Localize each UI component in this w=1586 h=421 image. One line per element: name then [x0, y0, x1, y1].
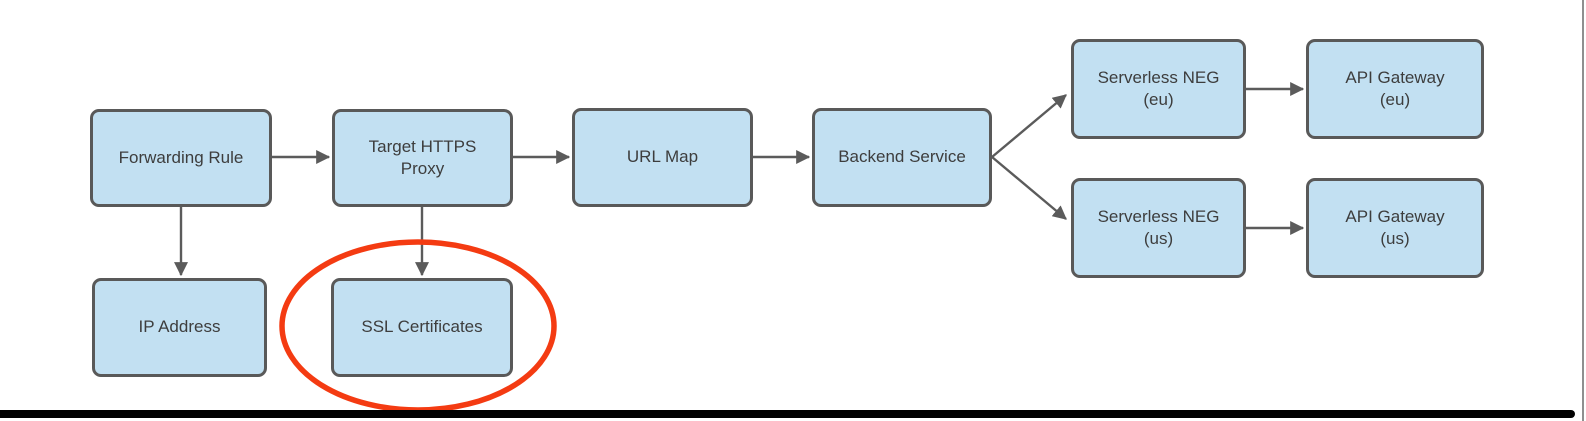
node-label-line1: Target HTTPS: [368, 136, 477, 156]
node-label: Backend Service: [838, 147, 966, 167]
node-ip-address: IP Address: [92, 278, 267, 377]
node-label-line2: (us): [1380, 229, 1410, 248]
node-forwarding-rule: Forwarding Rule: [90, 109, 272, 207]
bottom-bar: [0, 410, 1575, 418]
node-label: SSL Certificates: [361, 317, 483, 337]
node-api-gateway-eu: API Gateway (eu): [1306, 39, 1484, 139]
node-label: Forwarding Rule: [118, 147, 244, 167]
window-edge-line: [1582, 0, 1584, 421]
node-serverless-neg-us: Serverless NEG (us): [1071, 178, 1246, 278]
node-label-line1: Serverless NEG: [1097, 206, 1220, 226]
node-backend-service: Backend Service: [812, 108, 992, 207]
node-url-map: URL Map: [572, 108, 753, 207]
node-label-line1: API Gateway: [1345, 67, 1445, 87]
node-target-https-proxy: Target HTTPS Proxy: [332, 109, 513, 207]
node-label-line2: (eu): [1379, 90, 1411, 109]
node-label: URL Map: [626, 147, 699, 167]
node-label-line1: Serverless NEG: [1097, 67, 1220, 87]
node-label-line2: (eu): [1143, 90, 1174, 109]
node-label-line2: Proxy: [400, 159, 445, 178]
node-serverless-neg-eu: Serverless NEG (eu): [1071, 39, 1246, 139]
connector-backend-service-to-serverless-neg-eu: [991, 94, 1067, 158]
node-label-line1: API Gateway: [1345, 206, 1445, 226]
node-label-line2: (us): [1143, 229, 1174, 248]
node-ssl-certificates: SSL Certificates: [331, 278, 513, 377]
node-api-gateway-us: API Gateway (us): [1306, 178, 1484, 278]
node-label: IP Address: [138, 317, 221, 337]
connector-backend-service-to-serverless-neg-us: [991, 156, 1067, 220]
